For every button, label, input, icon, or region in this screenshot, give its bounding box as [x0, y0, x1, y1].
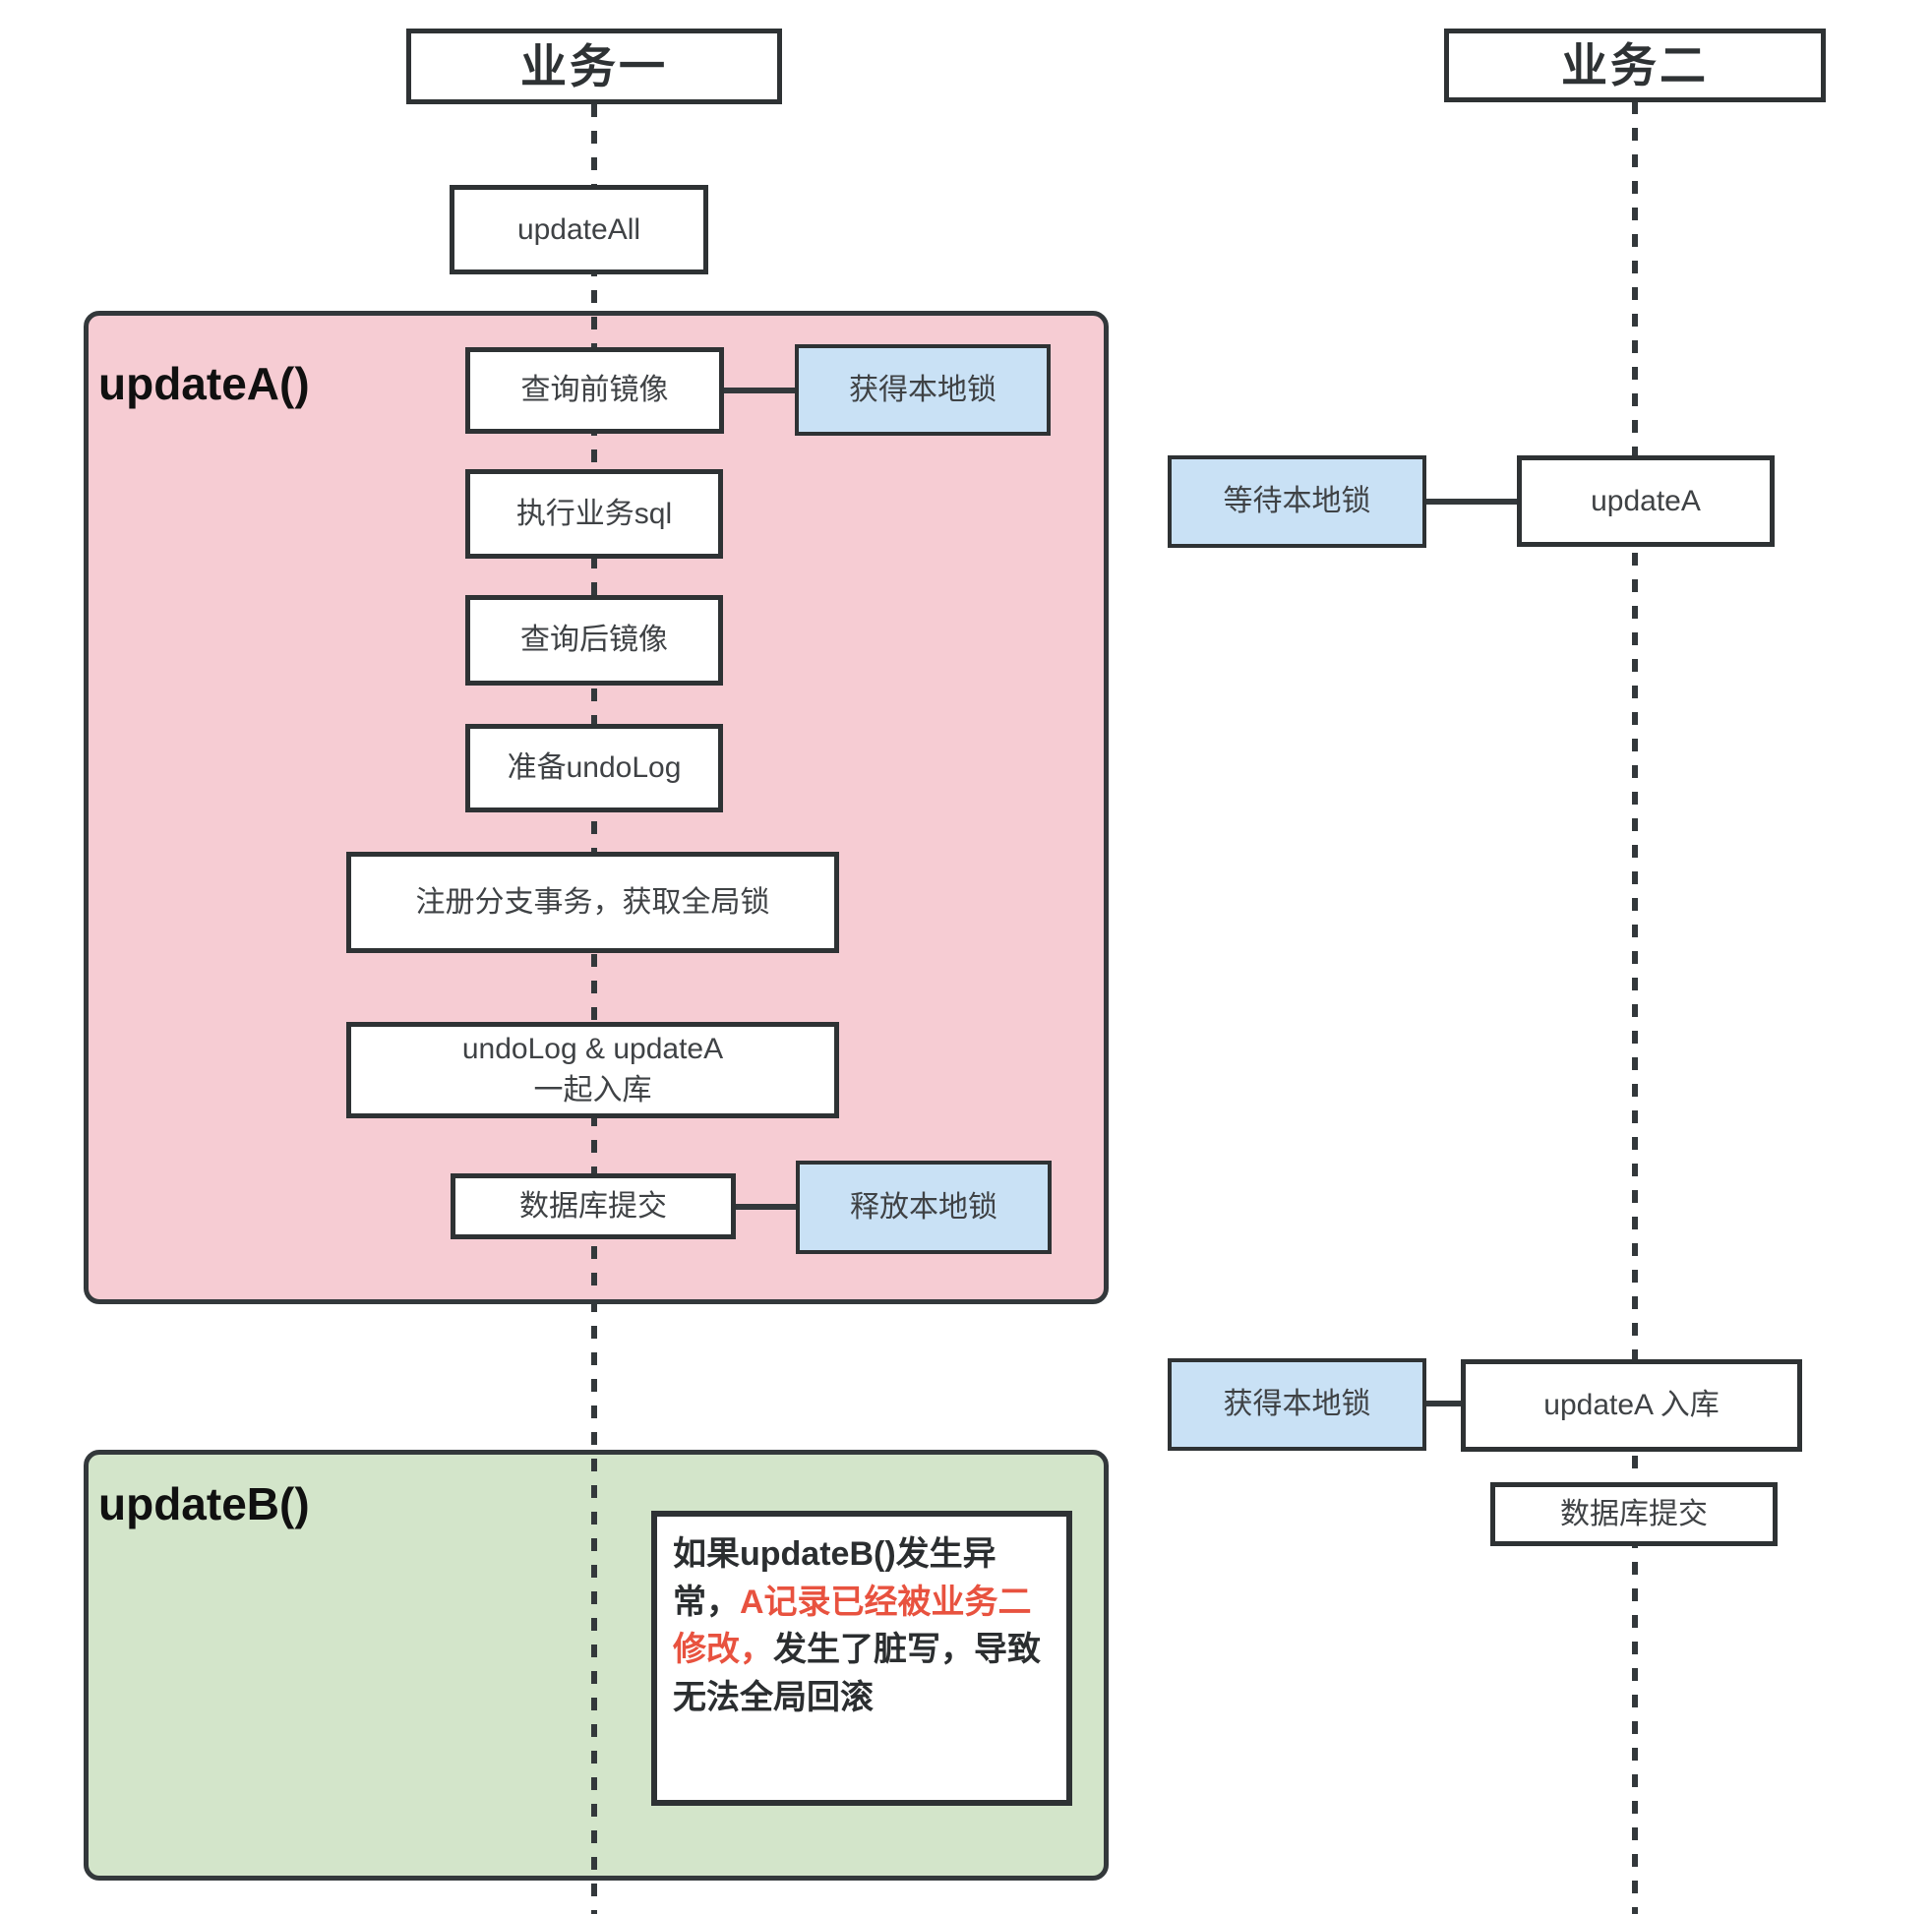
- note-text-part1: 如果updateB()发生异常，: [673, 1535, 996, 1621]
- node-db-commit-right: 数据库提交: [1490, 1482, 1778, 1546]
- node-wait-local-lock: 等待本地锁: [1168, 455, 1426, 548]
- node-prepare-undolog: 准备undoLog: [465, 724, 723, 812]
- node-query-after-image: 查询后镜像: [465, 595, 723, 686]
- node-acquire-local-lock-bottom: 获得本地锁: [1168, 1358, 1426, 1451]
- node-update-all: updateAll: [450, 185, 708, 274]
- lane1-header: 业务一: [406, 29, 782, 104]
- update-b-group-label: updateB(): [98, 1478, 310, 1529]
- node-release-local-lock: 释放本地锁: [796, 1161, 1052, 1254]
- lane1-lifeline: [591, 104, 597, 1914]
- node-acquire-local-lock-top: 获得本地锁: [795, 344, 1051, 436]
- node-update-a: updateA: [1517, 455, 1775, 547]
- connector-query-before-to-acquire-lock: [724, 388, 797, 393]
- note-text-part3: 发生了脏写，导致无法全局回滚: [673, 1631, 1041, 1716]
- lane2-header: 业务二: [1444, 29, 1826, 102]
- node-execute-business-sql: 执行业务sql: [465, 469, 723, 559]
- node-undolog-update-a-store: undoLog & updateA 一起入库: [346, 1022, 839, 1118]
- connector-acquire-lock-to-update-a-store: [1426, 1401, 1461, 1406]
- node-register-branch-transaction: 注册分支事务，获取全局锁: [346, 852, 839, 953]
- node-update-a-store: updateA 入库: [1461, 1359, 1802, 1452]
- note-text-red-highlight: A记录已经被业务二修改，: [673, 1583, 1032, 1669]
- node-query-before-image: 查询前镜像: [465, 347, 724, 434]
- connector-db-commit-to-release-lock: [736, 1204, 796, 1210]
- update-a-group-label: updateA(): [98, 358, 310, 409]
- node-undolog-update-a-store-line1: undoLog & updateA: [461, 1033, 724, 1065]
- node-undolog-update-a-store-line2: 一起入库: [533, 1074, 652, 1107]
- dirty-write-warning-note: 如果updateB()发生异常，A记录已经被业务二修改，发生了脏写，导致无法全局…: [651, 1511, 1072, 1806]
- node-db-commit-left: 数据库提交: [451, 1173, 736, 1239]
- connector-wait-lock-to-update-a: [1426, 499, 1517, 505]
- lane2-lifeline: [1632, 101, 1638, 1914]
